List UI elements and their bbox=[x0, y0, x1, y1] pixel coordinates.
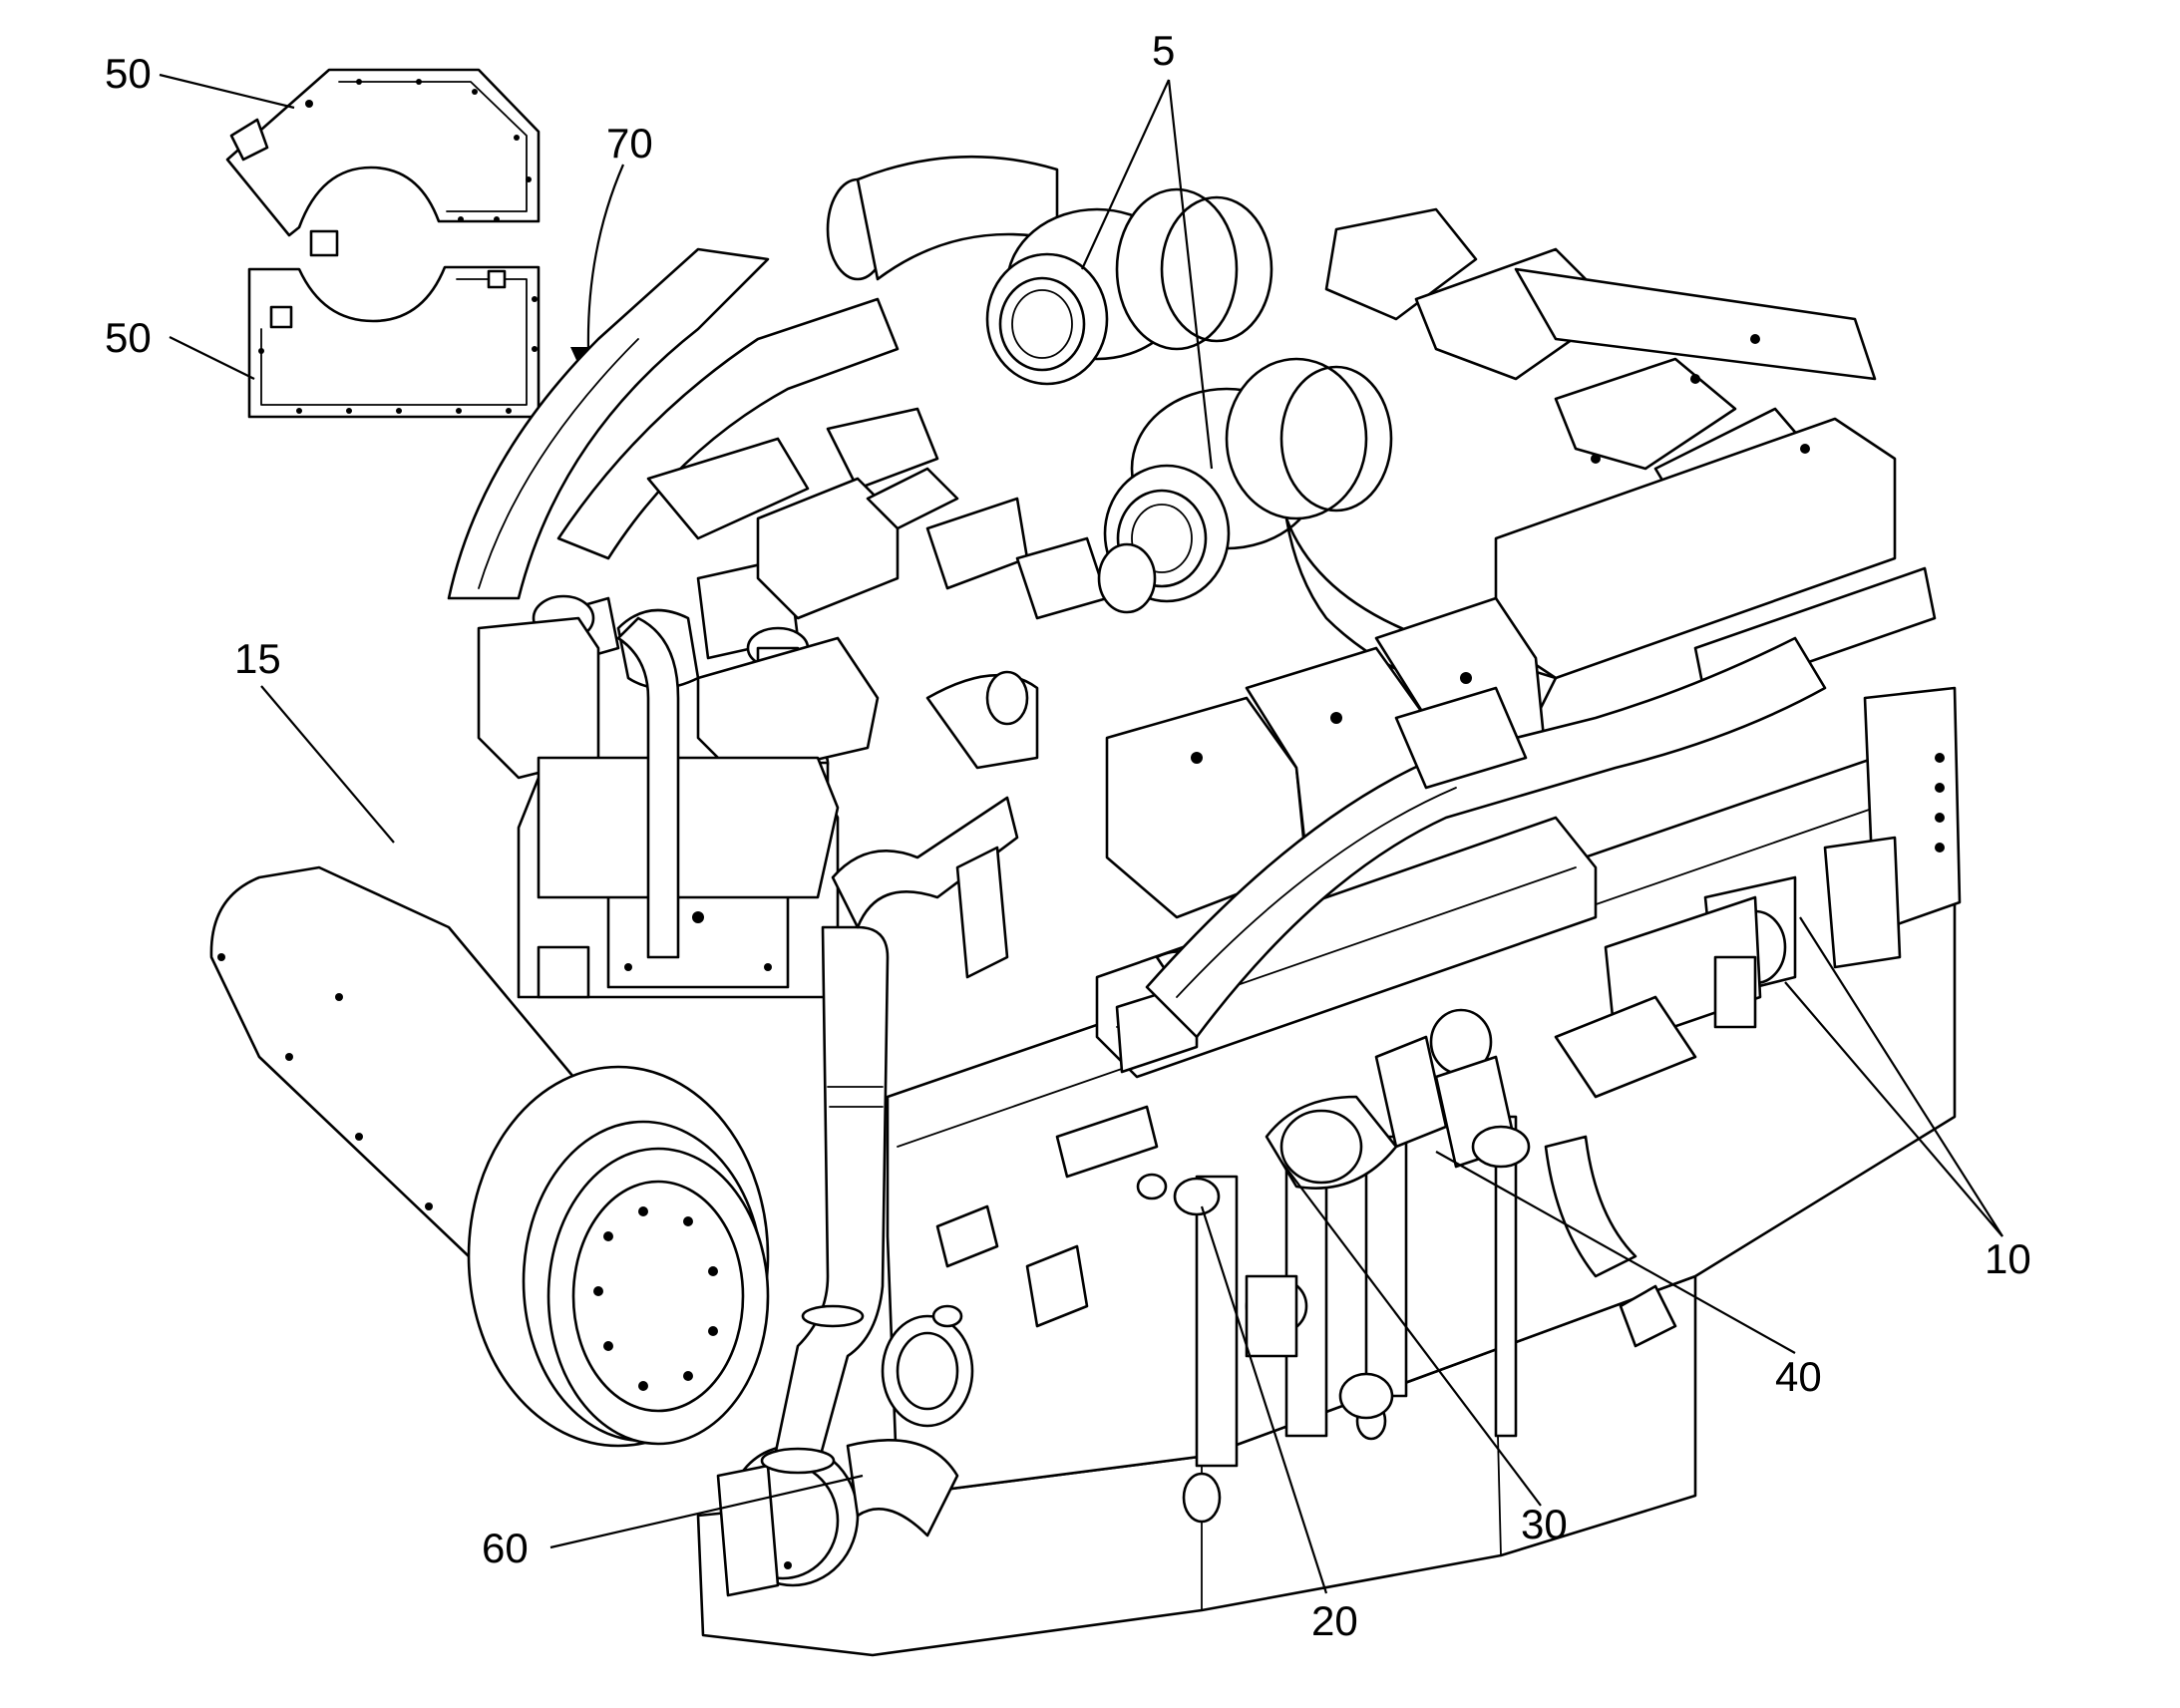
valley-pipes bbox=[866, 467, 1157, 979]
leader-15 bbox=[260, 685, 395, 844]
intake-modules bbox=[532, 407, 1029, 800]
leader-50b bbox=[169, 336, 255, 380]
leader-lines bbox=[159, 73, 2003, 1594]
crossover-pipe-left bbox=[447, 155, 1059, 600]
leader-50a bbox=[159, 73, 295, 110]
exhaust-manifold bbox=[1145, 636, 1827, 1039]
water-pump bbox=[716, 1314, 974, 1597]
cover-half-lower bbox=[247, 265, 541, 419]
turbocharger-upper bbox=[985, 187, 1273, 386]
callout-60: 60 bbox=[482, 1525, 529, 1571]
leader-60 bbox=[549, 1474, 864, 1549]
leader-20 bbox=[1200, 1205, 1328, 1594]
callout-15: 15 bbox=[234, 635, 281, 682]
coolant-pipe bbox=[760, 796, 1019, 1475]
callout-30: 30 bbox=[1521, 1501, 1568, 1547]
callout-50-lower: 50 bbox=[105, 314, 152, 361]
callout-70: 70 bbox=[606, 120, 653, 167]
callout-10: 10 bbox=[1985, 1235, 2031, 1282]
leader-5a bbox=[1080, 79, 1171, 270]
leader-10a bbox=[1799, 916, 2003, 1237]
leader-5b bbox=[1167, 79, 1214, 470]
leader-40 bbox=[1435, 1151, 1796, 1354]
thermostat-housing bbox=[477, 608, 840, 959]
callout-5-turbochargers: 5 bbox=[1152, 27, 1176, 74]
callout-40: 40 bbox=[1775, 1353, 1822, 1400]
cover-half-upper bbox=[225, 68, 541, 257]
right-end-housing bbox=[1604, 686, 1962, 1049]
leader-10b bbox=[1784, 981, 2003, 1237]
leader-30 bbox=[1280, 1161, 1542, 1507]
vibration-damper bbox=[467, 1065, 770, 1448]
lower-fittings bbox=[931, 995, 1697, 1420]
callout-50-upper: 50 bbox=[105, 50, 152, 97]
callout-20: 20 bbox=[1311, 1597, 1358, 1644]
